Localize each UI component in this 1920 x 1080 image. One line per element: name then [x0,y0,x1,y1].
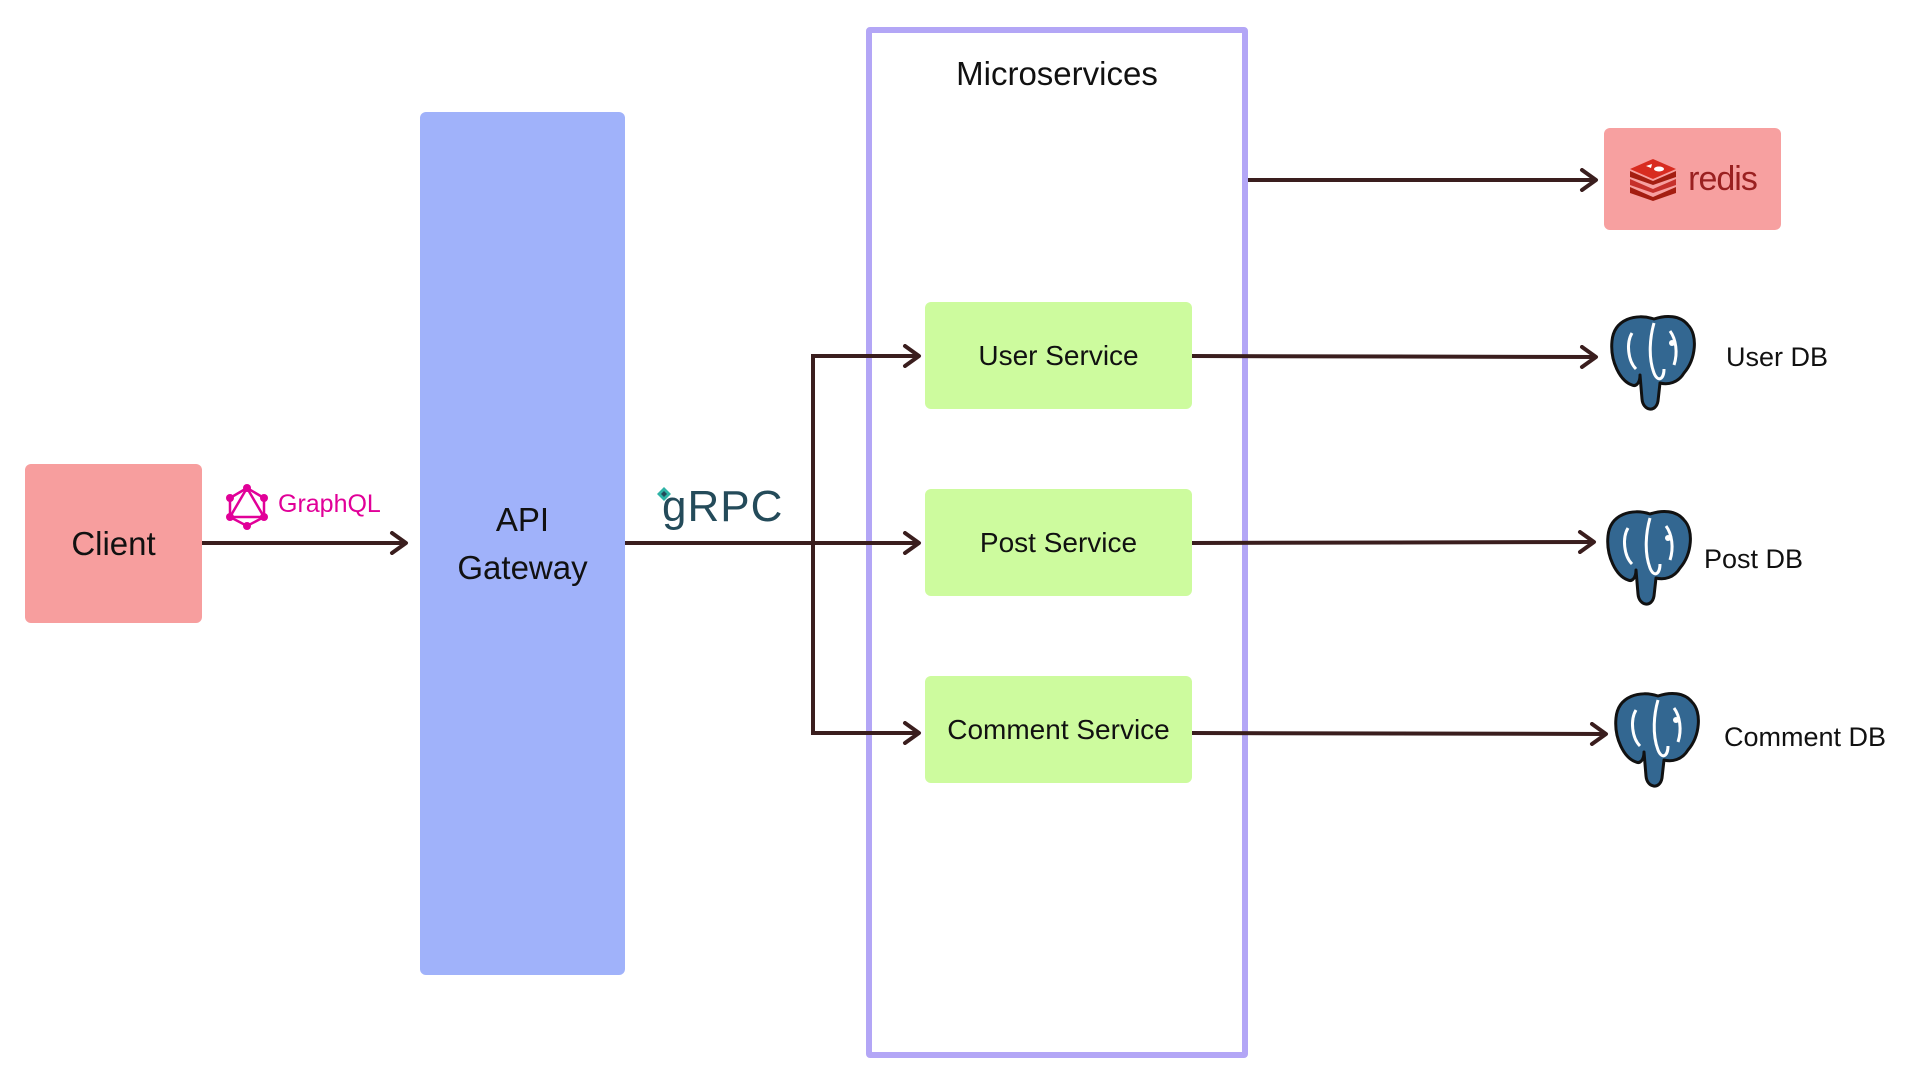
comment-service-to-comment-db-arrow [1191,721,1608,746]
gateway-to-user-service-arrow [811,344,921,543]
comment-db-label: Comment DB [1724,722,1887,752]
user-db-label: User DB [1726,342,1829,372]
post-service-label: Post Service [979,526,1138,558]
redis-node: redis [1604,128,1781,230]
post-service-node: Post Service [925,489,1192,596]
client-label: Client [71,524,156,562]
graphql-logo-icon [226,484,268,530]
user-service-to-user-db-arrow [1191,344,1598,369]
grpc-logo-icon [657,487,671,501]
gateway-to-comment-service-arrow [811,543,921,745]
client-node: Client [25,464,202,623]
postgresql-elephant-icon [1606,510,1692,606]
gateway-label-line2: Gateway [457,548,588,586]
post-db-label: Post DB [1704,544,1804,574]
postgresql-elephant-icon [1610,315,1696,411]
post-service-to-post-db-arrow [1191,530,1596,555]
microservices-title: Microservices [956,55,1158,92]
api-gateway-node: API Gateway [420,112,625,975]
gateway-label-line1: API [495,500,550,538]
comment-service-node: Comment Service [925,676,1192,783]
redis-logo-icon [1630,159,1677,201]
postgresql-elephant-icon [1614,692,1700,788]
grpc-label: gRPC [662,482,784,531]
comment-service-label: Comment Service [947,713,1170,745]
graphql-label: GraphQL [278,490,381,518]
user-service-node: User Service [925,302,1192,409]
user-service-label: User Service [978,339,1139,371]
redis-label: redis [1688,159,1758,198]
